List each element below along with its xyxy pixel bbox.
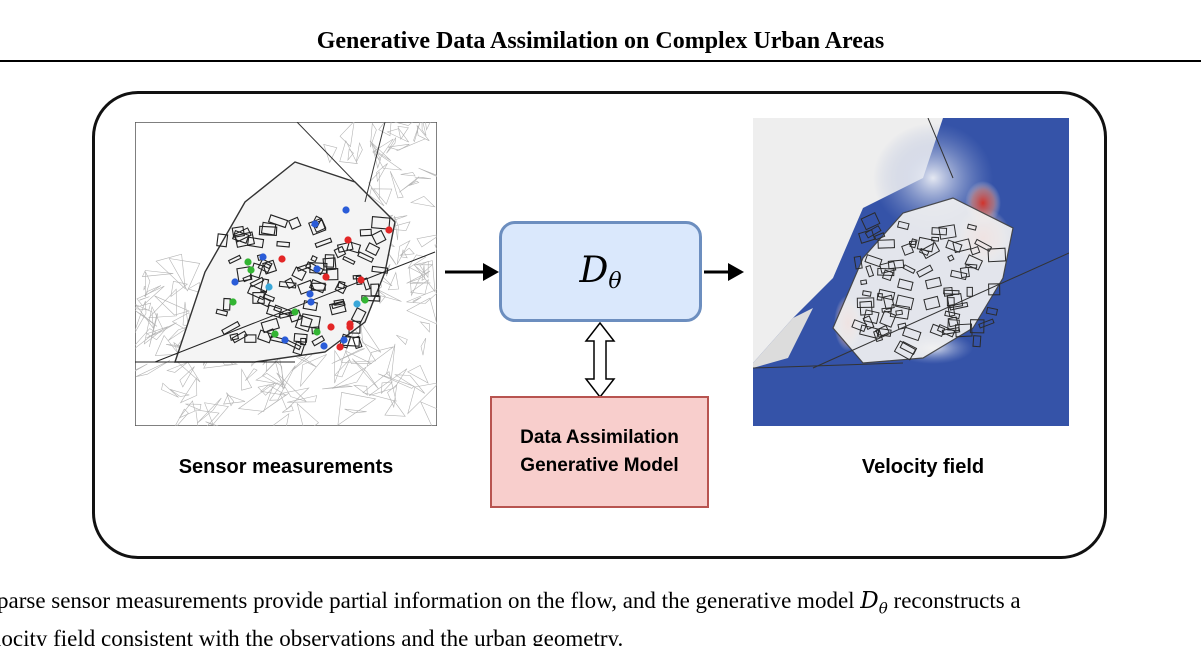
caption-line-2: locity field consistent with the observa… bbox=[0, 625, 624, 646]
caption-line-1: parse sensor measurements provide partia… bbox=[0, 588, 1021, 618]
generative-model-box: Data Assimilation Generative Model bbox=[490, 396, 709, 508]
sensor-map bbox=[135, 122, 437, 426]
sensor-dot bbox=[244, 258, 252, 266]
velocity-field-label: Velocity field bbox=[861, 456, 985, 478]
sensor-dot bbox=[342, 206, 350, 214]
figure-caption: parse sensor measurements provide partia… bbox=[0, 586, 1201, 646]
sensor-measurements-label: Sensor measurements bbox=[178, 456, 394, 478]
arrow-right-icon bbox=[445, 263, 499, 281]
sensor-dot bbox=[278, 255, 286, 263]
generative-box-line1: Data Assimilation bbox=[520, 427, 679, 448]
sensor-dot bbox=[281, 336, 289, 344]
sensor-dot bbox=[311, 220, 319, 228]
sensor-dot bbox=[306, 290, 314, 298]
sensor-dot bbox=[247, 266, 255, 274]
sensor-dot bbox=[344, 236, 352, 244]
sensor-dot bbox=[265, 283, 273, 291]
sensor-dot bbox=[259, 253, 267, 261]
sensor-dot bbox=[322, 273, 330, 281]
model-symbol: Dθ bbox=[579, 249, 622, 294]
arrow-right-icon bbox=[704, 263, 744, 281]
velocity-map bbox=[753, 118, 1069, 426]
sensor-dot bbox=[346, 323, 354, 331]
sensor-dot bbox=[320, 342, 328, 350]
sensor-dot bbox=[313, 265, 321, 273]
sensor-dot bbox=[357, 276, 365, 284]
header-rule bbox=[0, 60, 1201, 62]
sensor-dot bbox=[307, 298, 315, 306]
sensor-dot bbox=[361, 296, 369, 304]
model-box: Dθ bbox=[499, 221, 702, 322]
sensor-dot bbox=[340, 336, 348, 344]
sensor-dot bbox=[229, 298, 237, 306]
generative-box-line2: Generative Model bbox=[520, 455, 679, 476]
sensor-dot bbox=[385, 226, 393, 234]
sensor-dot bbox=[231, 278, 239, 286]
double-arrow-icon bbox=[584, 321, 616, 399]
sensor-dot bbox=[271, 330, 279, 338]
figure-frame bbox=[92, 91, 1107, 559]
sensor-dot bbox=[291, 308, 299, 316]
sensor-dot bbox=[353, 300, 361, 308]
sensor-dot bbox=[313, 328, 321, 336]
page-title: Generative Data Assimilation on Complex … bbox=[316, 28, 885, 54]
sensor-dot bbox=[336, 343, 344, 351]
sensor-dot bbox=[327, 323, 335, 331]
